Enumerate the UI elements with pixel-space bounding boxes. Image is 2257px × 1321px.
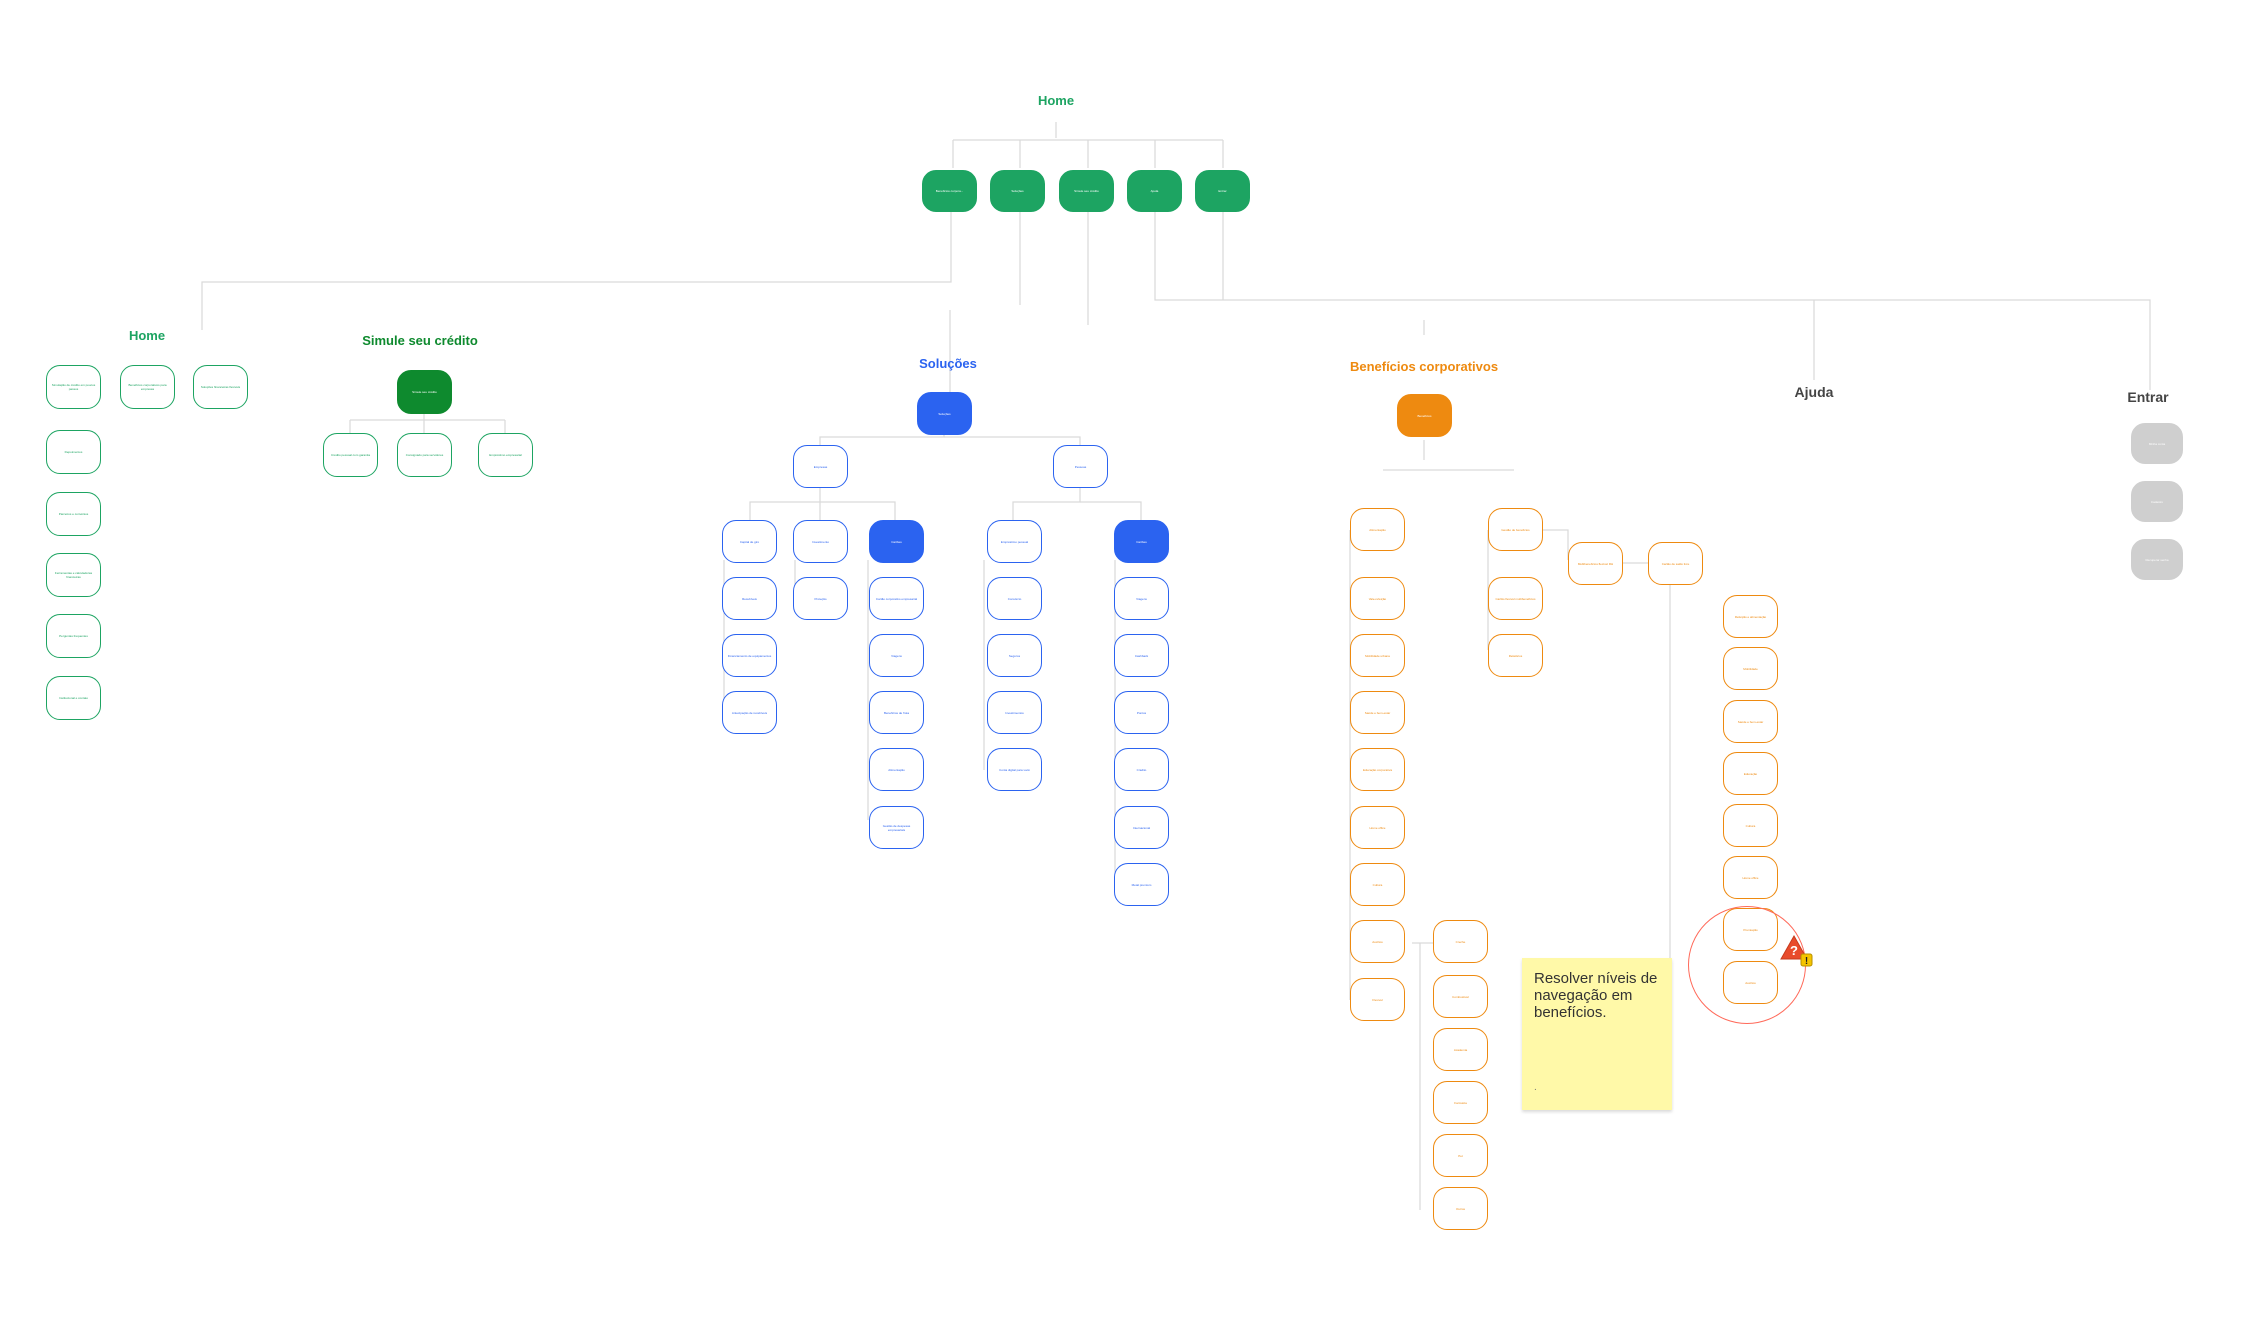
- empresas-node[interactable]: Proteção: [793, 577, 848, 620]
- pessoas-node[interactable]: Conta digital para você: [987, 748, 1042, 791]
- beneficios-node[interactable]: Vale-refeição: [1350, 577, 1405, 620]
- home-node[interactable]: Depoimentos: [46, 430, 101, 474]
- pessoas-cartoes-node[interactable]: Cartões: [1114, 520, 1169, 563]
- cartoes-empresas-node[interactable]: Cartão corporativo empresarial: [869, 577, 924, 620]
- flexivel-sub-node[interactable]: Cartão de saldo livre: [1648, 542, 1703, 585]
- simule-node[interactable]: Empréstimo empresarial: [478, 433, 533, 477]
- flexivel-node[interactable]: Relatórios: [1488, 634, 1543, 677]
- sticky-note[interactable]: Resolver níveis de navegação em benefíci…: [1522, 958, 1672, 1110]
- title-top-home: Home: [1037, 93, 1075, 108]
- sticky-note-dot: .: [1534, 1082, 1537, 1093]
- beneficios-node[interactable]: Mobilidade urbana: [1350, 634, 1405, 677]
- beneficios-node[interactable]: Alimentação: [1350, 508, 1405, 551]
- top-node[interactable]: Entrar: [1195, 170, 1250, 212]
- home-node[interactable]: Soluções financeiras flexíveis: [193, 365, 248, 409]
- pessoas-node[interactable]: Consórcio: [987, 577, 1042, 620]
- entrar-node[interactable]: Minha conta: [2131, 423, 2183, 464]
- auxilios-node[interactable]: Outros: [1433, 1187, 1488, 1230]
- solucoes-root-node[interactable]: Soluções: [917, 392, 972, 435]
- home-node[interactable]: Simulação de crédito em poucos passos: [46, 365, 101, 409]
- empresas-node[interactable]: Investimento: [793, 520, 848, 563]
- empresas-node[interactable]: Recebíveis: [722, 577, 777, 620]
- simule-root-node[interactable]: Simule seu crédito: [397, 370, 452, 414]
- cartoes-pessoas-node[interactable]: Internacional: [1114, 806, 1169, 849]
- title-solucoes: Soluções: [919, 356, 977, 371]
- auxilios-node[interactable]: Combustível: [1433, 975, 1488, 1018]
- cartoes-pessoas-node[interactable]: Metal premium: [1114, 863, 1169, 906]
- entrar-node[interactable]: Recuperar senha: [2131, 539, 2183, 580]
- empresas-cartoes-node[interactable]: Cartões: [869, 520, 924, 563]
- categoria-node[interactable]: Home office: [1723, 856, 1778, 899]
- warning-question-icon[interactable]: ? !: [1779, 933, 1815, 969]
- cartoes-pessoas-node[interactable]: Crédito: [1114, 748, 1169, 791]
- categoria-node[interactable]: Educação: [1723, 752, 1778, 795]
- home-node[interactable]: Perguntas frequentes: [46, 614, 101, 658]
- pessoas-node[interactable]: Empréstimo pessoal: [987, 520, 1042, 563]
- home-node[interactable]: Benefícios corporativos para empresas: [120, 365, 175, 409]
- solucoes-node-empresas[interactable]: Empresas: [793, 445, 848, 488]
- title-beneficios: Benefícios corporativos: [1349, 359, 1499, 374]
- cartoes-empresas-node[interactable]: Benefícios de frota: [869, 691, 924, 734]
- beneficios-node[interactable]: Flexível: [1350, 978, 1405, 1021]
- sticky-note-text: Resolver níveis de navegação em benefíci…: [1534, 970, 1658, 1021]
- entrar-node[interactable]: Cadastro: [2131, 481, 2183, 522]
- categoria-node[interactable]: Mobilidade: [1723, 647, 1778, 690]
- home-node[interactable]: Parceiros e convênios: [46, 492, 101, 536]
- categoria-node[interactable]: Cultura: [1723, 804, 1778, 847]
- simule-node[interactable]: Crédito pessoal com garantia: [323, 433, 378, 477]
- auxilios-node[interactable]: Creche: [1433, 920, 1488, 963]
- beneficios-node[interactable]: Cultura: [1350, 863, 1405, 906]
- top-node[interactable]: Soluções: [990, 170, 1045, 212]
- top-node[interactable]: Ajuda: [1127, 170, 1182, 212]
- flexivel-node[interactable]: Gestão de benefícios: [1488, 508, 1543, 551]
- empresas-node[interactable]: Capital de giro: [722, 520, 777, 563]
- beneficios-node[interactable]: Saúde e bem-estar: [1350, 691, 1405, 734]
- categoria-node[interactable]: Refeição e alimentação: [1723, 595, 1778, 638]
- beneficios-node[interactable]: Auxílios: [1350, 920, 1405, 963]
- top-node[interactable]: Simule seu crédito: [1059, 170, 1114, 212]
- cartoes-pessoas-node[interactable]: Cashback: [1114, 634, 1169, 677]
- simule-node[interactable]: Consignado para servidores: [397, 433, 452, 477]
- title-entrar: Entrar: [2127, 389, 2169, 405]
- cartoes-pessoas-node[interactable]: Viagens: [1114, 577, 1169, 620]
- empresas-node[interactable]: Financiamento de equipamentos: [722, 634, 777, 677]
- title-ajuda: Ajuda: [1794, 384, 1834, 400]
- home-node[interactable]: Institucional e contato: [46, 676, 101, 720]
- auxilios-node[interactable]: Academia: [1433, 1028, 1488, 1071]
- empresas-node[interactable]: Antecipação de recebíveis: [722, 691, 777, 734]
- flexivel-sub-node[interactable]: Multibenefícios flexível RH: [1568, 542, 1623, 585]
- svg-text:!: !: [1805, 956, 1808, 967]
- svg-text:?: ?: [1790, 943, 1798, 958]
- title-simule: Simule seu crédito: [362, 333, 478, 348]
- beneficios-node[interactable]: Educação corporativa: [1350, 748, 1405, 791]
- flexivel-node[interactable]: Cartão flexível multibenefícios: [1488, 577, 1543, 620]
- pessoas-node[interactable]: Investimentos: [987, 691, 1042, 734]
- solucoes-node-pessoas[interactable]: Pessoas: [1053, 445, 1108, 488]
- auxilios-node[interactable]: Farmácia: [1433, 1081, 1488, 1124]
- beneficios-root-node[interactable]: Benefícios: [1397, 394, 1452, 437]
- auxilios-node[interactable]: Pet: [1433, 1134, 1488, 1177]
- cartoes-empresas-node[interactable]: Viagens: [869, 634, 924, 677]
- beneficios-node[interactable]: Home office: [1350, 806, 1405, 849]
- title-home: Home: [128, 328, 166, 343]
- home-node[interactable]: Ferramentas e calculadoras financeiras: [46, 553, 101, 597]
- cartoes-empresas-node[interactable]: Alimentação: [869, 748, 924, 791]
- cartoes-empresas-node[interactable]: Gestão de despesas empresariais: [869, 806, 924, 849]
- pessoas-node[interactable]: Seguros: [987, 634, 1042, 677]
- categoria-node[interactable]: Saúde e bem-estar: [1723, 700, 1778, 743]
- cartoes-pessoas-node[interactable]: Pontos: [1114, 691, 1169, 734]
- top-node[interactable]: Benefícios corpora...: [922, 170, 977, 212]
